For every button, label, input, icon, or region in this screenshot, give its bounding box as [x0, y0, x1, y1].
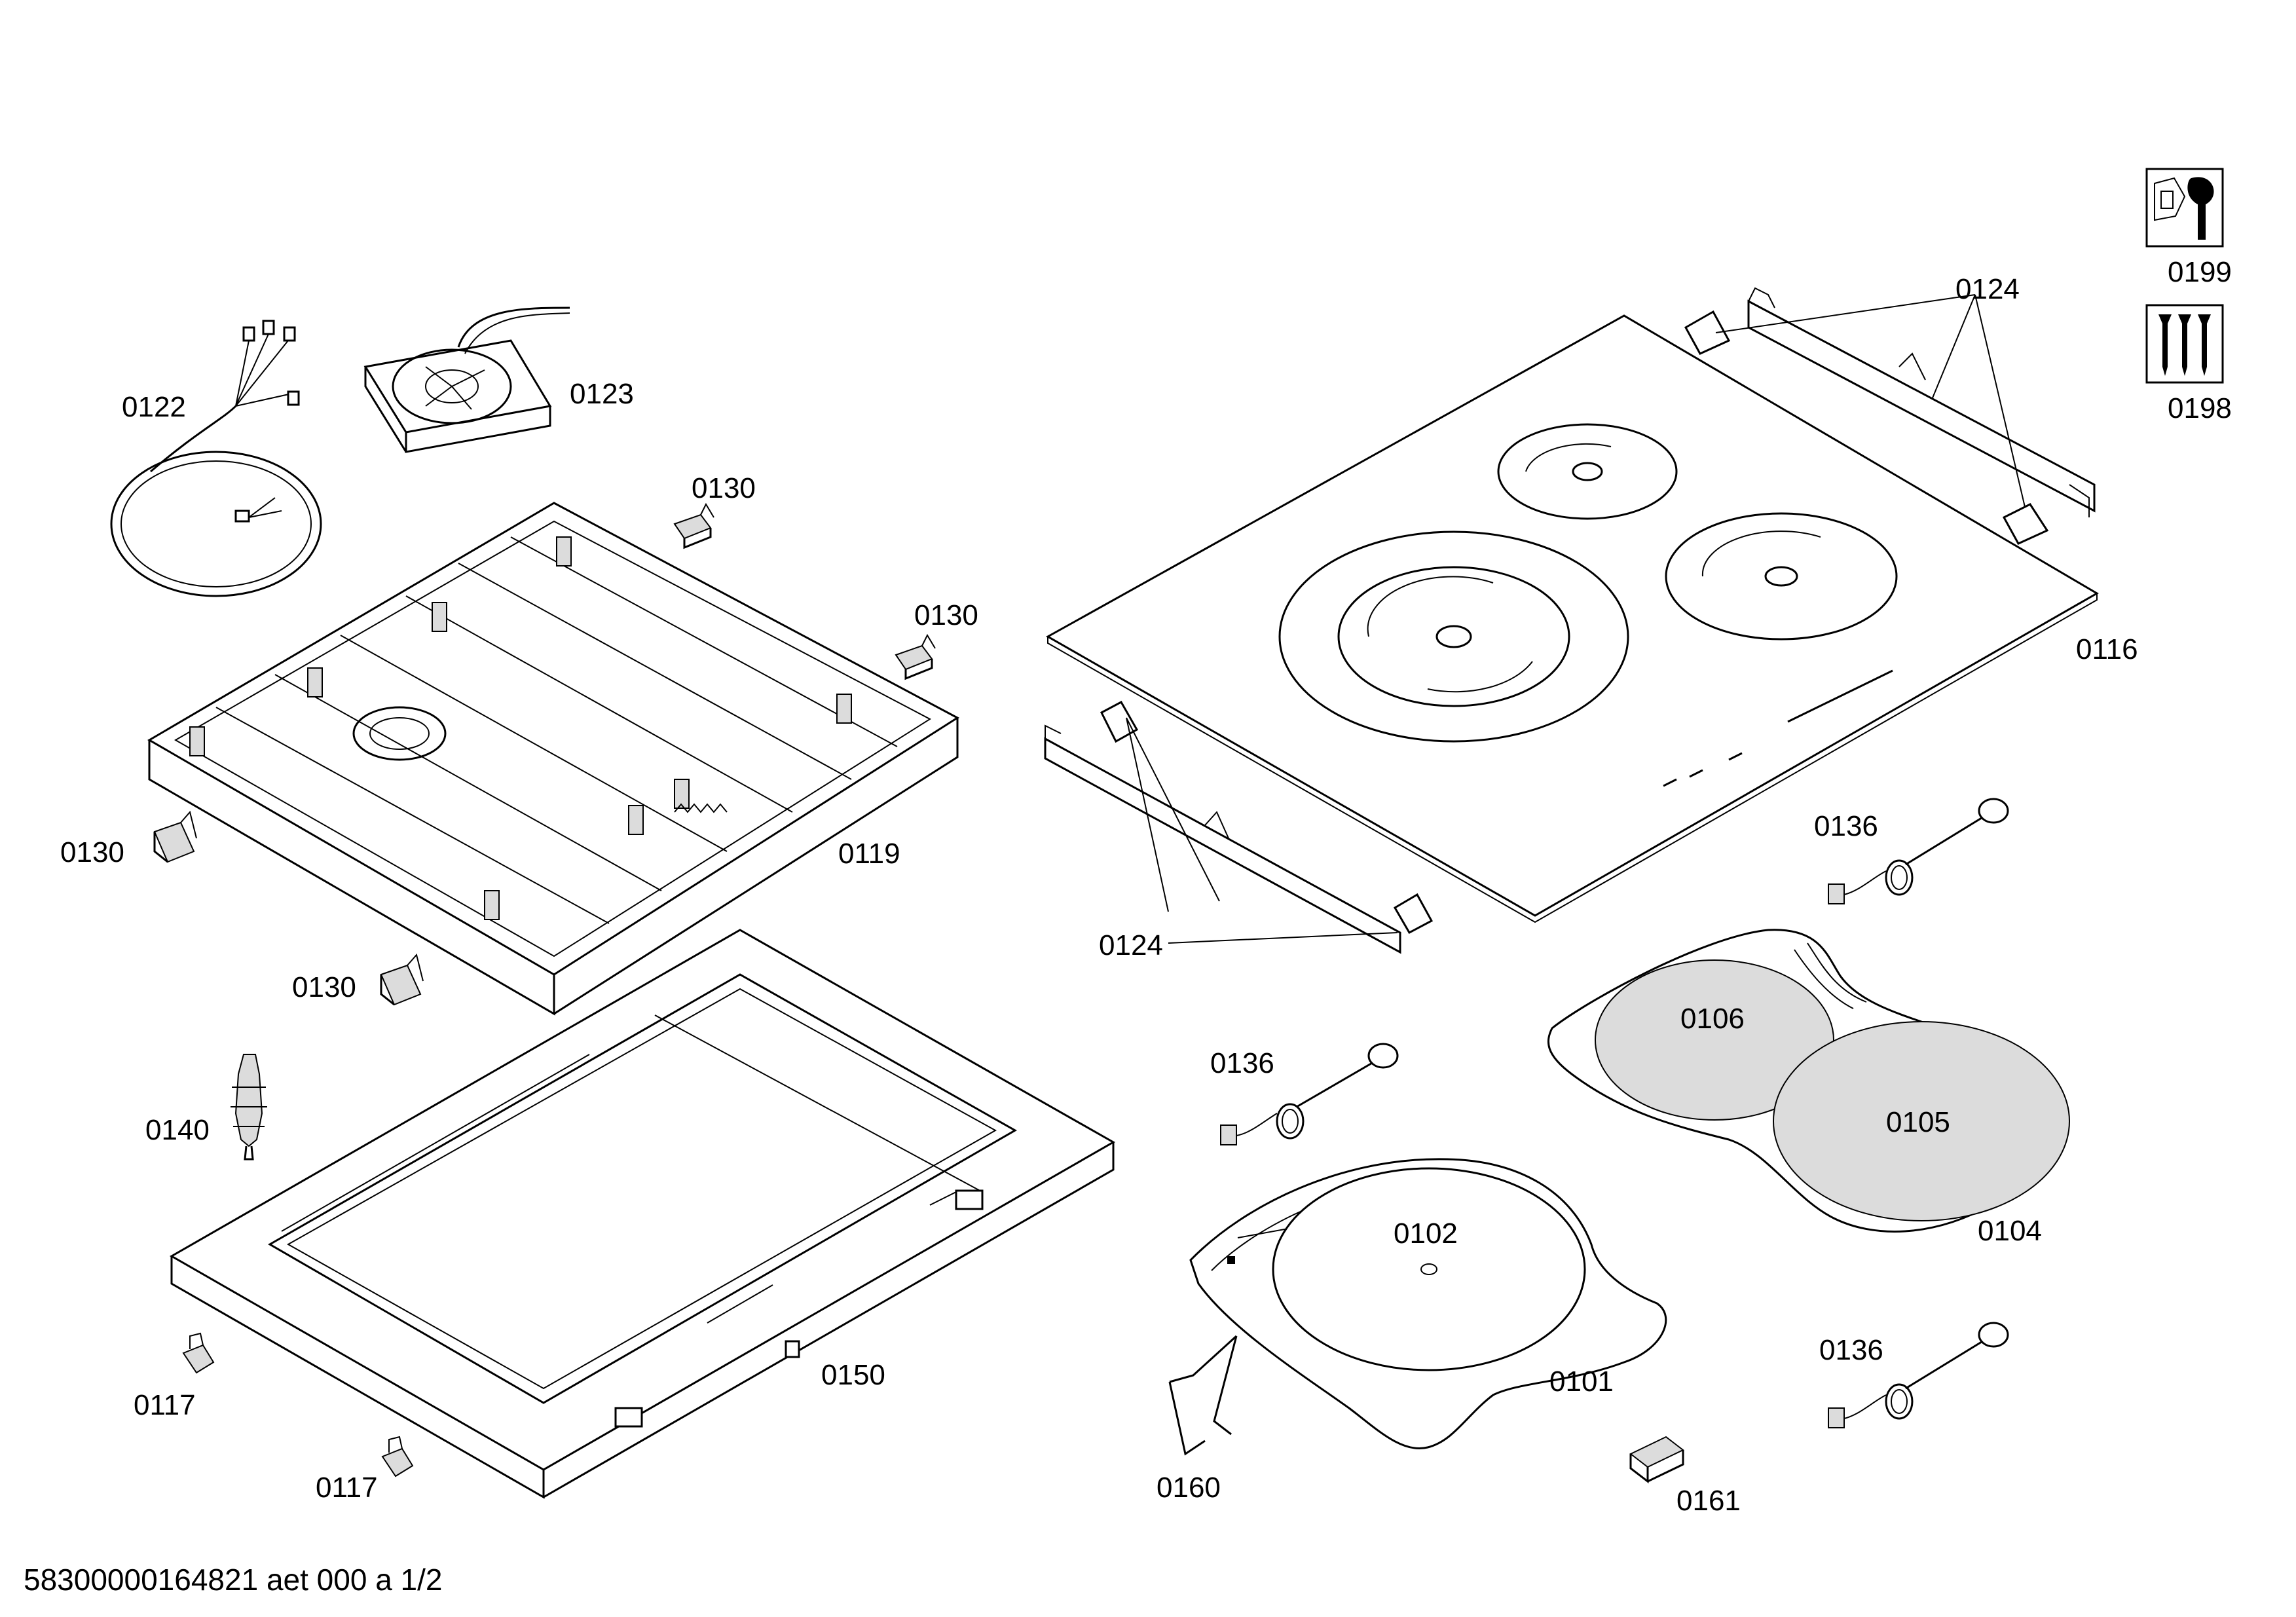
label-0136-bottom: 0136 [1819, 1334, 1883, 1366]
clip-0130-right [895, 633, 936, 680]
label-0130-bottom: 0130 [292, 971, 356, 1003]
clip-0130-left [153, 810, 197, 863]
clip-0130-bottom [380, 953, 424, 1006]
cooling-fan-drawing [363, 307, 570, 453]
label-0116: 0116 [2076, 633, 2138, 665]
label-0102: 0102 [1394, 1217, 1458, 1250]
foot-0117-left [182, 1332, 215, 1374]
connector-block-0161 [1629, 1436, 1684, 1484]
cable-harness-drawing [110, 320, 322, 597]
clip-0130-top [673, 502, 714, 549]
mounting-frame-drawing [169, 929, 1116, 1499]
label-0160: 0160 [1157, 1472, 1221, 1504]
label-0104: 0104 [1978, 1215, 2042, 1247]
label-0106: 0106 [1680, 1003, 1745, 1035]
label-0161: 0161 [1676, 1485, 1741, 1517]
induction-coil-0106 [1595, 959, 1834, 1121]
label-0130-right: 0130 [914, 599, 978, 631]
shield-plate-0160 [1168, 1335, 1238, 1456]
label-0124-top: 0124 [1955, 273, 2020, 305]
label-0198: 0198 [2168, 392, 2232, 424]
label-0124-bottom: 0124 [1099, 929, 1163, 961]
label-0117-bottom: 0117 [316, 1472, 378, 1504]
wrench-nut-icon [2145, 168, 2224, 248]
spring-clip-0140 [231, 1054, 267, 1161]
label-0199: 0199 [2168, 256, 2232, 288]
sensor-0136-middle [1220, 1043, 1399, 1145]
label-0136-middle: 0136 [1210, 1047, 1274, 1079]
ceramic-glass-top-drawing [1045, 314, 2099, 923]
label-0105: 0105 [1886, 1106, 1950, 1138]
label-0119: 0119 [838, 838, 900, 870]
label-0101: 0101 [1549, 1366, 1614, 1398]
sensor-0136-right [1828, 798, 2009, 904]
label-0140: 0140 [145, 1114, 210, 1146]
label-0150: 0150 [821, 1359, 885, 1391]
label-0130-top: 0130 [692, 472, 756, 504]
screws-icon [2145, 304, 2224, 384]
housing-tray-drawing [147, 502, 959, 1016]
document-id: 58300000164821 aet 000 a 1/2 [24, 1563, 443, 1597]
label-0130-left: 0130 [60, 836, 124, 868]
foot-0117-bottom [381, 1436, 414, 1478]
label-0136-right: 0136 [1814, 810, 1878, 842]
label-0123: 0123 [570, 378, 634, 410]
sensor-0136-bottom [1828, 1322, 2009, 1428]
label-0122: 0122 [122, 391, 186, 423]
induction-coil-0105 [1773, 1021, 2070, 1221]
induction-coil-0102 [1272, 1167, 1586, 1371]
label-0117-left: 0117 [134, 1389, 196, 1421]
bracket-0124-top [1684, 287, 2096, 545]
bracket-0124-bottom [1044, 700, 1434, 954]
